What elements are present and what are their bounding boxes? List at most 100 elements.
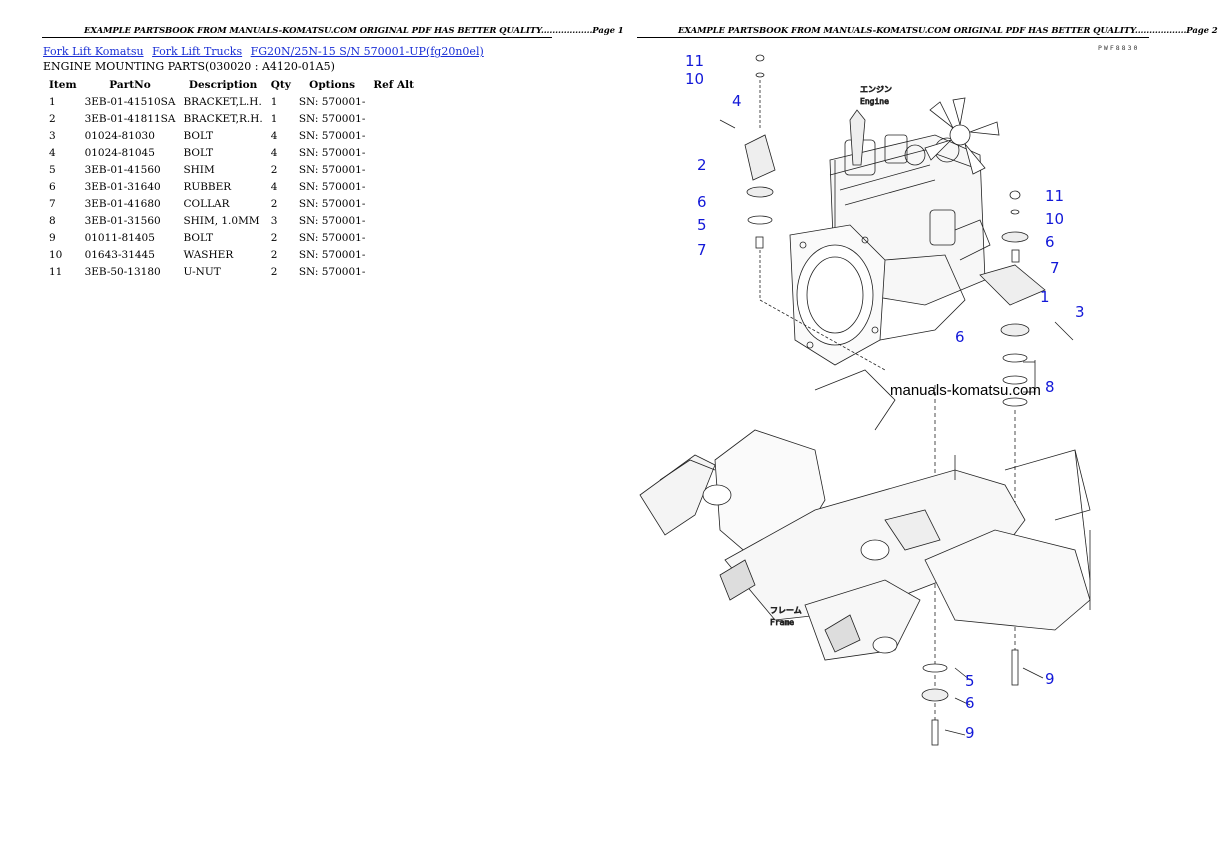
callout-label: 6 [955,328,965,346]
lower-mount-parts [921,360,1044,746]
ref-alt-cell [369,93,418,110]
col-header-partno: PartNo [109,78,151,91]
engine-label-en: Engine [860,97,889,106]
ref-alt-cell [369,144,418,161]
description-cell: U-NUT [183,265,221,278]
callout-label: 11 [685,52,704,70]
item-cell: 7 [49,197,56,210]
callout-label: 7 [1050,259,1060,277]
table-row: 9 01011-81405 BOLT 2 SN: 570001- [45,229,418,246]
item-cell: 5 [49,163,56,176]
partno-cell: 3EB-01-41680 [84,197,161,210]
options-cell: SN: 570001- [298,180,366,193]
callout-label: 9 [1045,670,1055,688]
ref-alt-cell [369,195,418,212]
callout-label: 6 [965,694,975,712]
callout-label: 5 [697,216,707,234]
description-cell: BOLT [183,146,214,159]
item-cell: 4 [49,146,56,159]
item-cell: 3 [49,129,56,142]
description-cell: SHIM [183,163,215,176]
item-cell: 10 [49,248,63,261]
item-cell: 9 [49,231,56,244]
description-cell: BOLT [183,231,214,244]
partno-cell: 3EB-01-31640 [84,180,161,193]
qty-cell: 2 [270,231,278,244]
partno-cell: 01011-81405 [84,231,155,244]
page-header-2: EXAMPLE PARTSBOOK FROM MANUALS-KOMATSU.C… [678,26,1218,36]
partno-cell: 01024-81030 [84,129,155,142]
table-row: 1 3EB-01-41510SA BRACKET,L.H. 1 SN: 570001- [45,93,418,110]
ref-alt-cell [369,127,418,144]
breadcrumb: Fork Lift Komatsu Fork Lift Trucks FG20N… [43,45,489,58]
partno-cell: 3EB-50-13180 [84,265,161,278]
partno-cell: 3EB-01-41560 [84,163,161,176]
options-cell: SN: 570001- [298,231,366,244]
qty-cell: 3 [270,214,278,227]
description-cell: SHIM, 1.0MM [183,214,260,227]
engine-drawing: エンジン Engine [789,85,1000,366]
breadcrumb-link-category[interactable]: Fork Lift Trucks [152,45,243,58]
description-cell: BRACKET,R.H. [183,112,263,125]
options-cell: SN: 570001- [298,265,366,278]
fan-drawing [924,97,1000,175]
qty-cell: 2 [270,248,278,261]
header-rule-1 [42,37,552,38]
breadcrumb-link-model[interactable]: FG20N/25N-15 S/N 570001-UP(fg20n0el) [250,45,484,58]
col-header-description: Description [188,78,258,91]
qty-cell: 2 [270,163,278,176]
ref-alt-cell [369,178,418,195]
breadcrumb-link-brand[interactable]: Fork Lift Komatsu [43,45,144,58]
section-title: ENGINE MOUNTING PARTS(030020 : A4120-01A… [43,60,335,73]
callout-label: 9 [965,724,975,742]
parts-table: Item PartNo Description Qty Options Ref … [45,76,418,280]
frame-label-en: Frame [770,618,794,627]
callout-label: 2 [697,156,707,174]
options-cell: SN: 570001- [298,163,366,176]
qty-cell: 2 [270,197,278,210]
col-header-ref-alt: Ref Alt [373,78,414,91]
partno-cell: 3EB-01-41510SA [84,95,176,108]
partno-cell: 3EB-01-41811SA [84,112,176,125]
frame-drawing: フレーム Frame [639,369,1091,661]
qty-cell: 4 [270,129,278,142]
left-mount-parts [719,54,886,371]
partno-cell: 01643-31445 [84,248,155,261]
figure-code: PWF8830 [1098,44,1139,52]
callout-label: 11 [1045,187,1064,205]
description-cell: BRACKET,L.H. [183,95,262,108]
description-cell: RUBBER [183,180,232,193]
watermark-text: manuals-komatsu.com [890,382,1041,399]
item-cell: 11 [49,265,63,278]
options-cell: SN: 570001- [298,146,366,159]
ref-alt-cell [369,229,418,246]
col-header-qty: Qty [270,78,291,91]
ref-alt-cell [369,263,418,280]
item-cell: 1 [49,95,56,108]
description-cell: COLLAR [183,197,230,210]
qty-cell: 1 [270,95,278,108]
description-cell: BOLT [183,129,214,142]
ref-alt-cell [369,110,418,127]
callout-label: 10 [1045,210,1064,228]
options-cell: SN: 570001- [298,95,366,108]
item-cell: 6 [49,180,56,193]
qty-cell: 4 [270,180,278,193]
exploded-parts-diagram: エンジン Engine [639,44,1139,746]
callout-label: 3 [1075,303,1085,321]
callout-label: 5 [965,672,975,690]
engine-label-jp: エンジン [860,85,892,94]
description-cell: WASHER [183,248,234,261]
ref-alt-cell [369,161,418,178]
qty-cell: 4 [270,146,278,159]
callout-label: 7 [697,241,707,259]
qty-cell: 1 [270,112,278,125]
